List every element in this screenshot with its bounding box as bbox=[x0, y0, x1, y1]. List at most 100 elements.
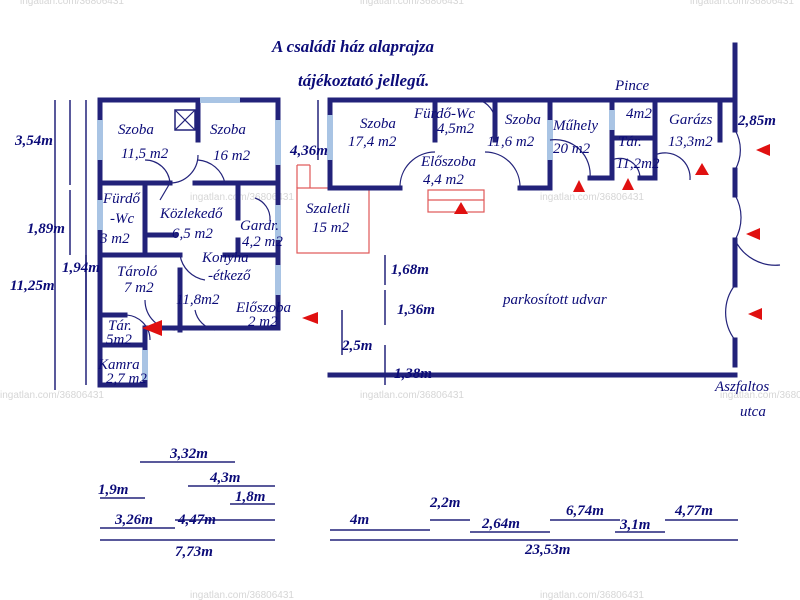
room-area: 11,6 m2 bbox=[487, 134, 535, 150]
dimension-label: 4,47m bbox=[177, 512, 216, 528]
room-name: Tár. bbox=[618, 134, 642, 150]
dimension-label: 2,5m bbox=[341, 338, 372, 354]
watermark: ingatlan.com/36806431 bbox=[360, 390, 464, 401]
street-label: utca bbox=[740, 404, 766, 420]
left-house-windows bbox=[97, 97, 281, 380]
arrow-icon bbox=[756, 144, 770, 156]
entrance-steps bbox=[427, 189, 485, 213]
dimension-label: 1,68m bbox=[391, 262, 429, 278]
room-area: 13,3m2 bbox=[668, 134, 713, 150]
room-area: 4m2 bbox=[626, 106, 652, 122]
dimension-label: 4,36m bbox=[289, 143, 328, 159]
room-name: Közlekedő bbox=[159, 206, 224, 222]
room-area: 20 m2 bbox=[553, 141, 591, 157]
room-name: Szoba bbox=[210, 122, 246, 138]
dimension-label: 4,3m bbox=[209, 470, 240, 486]
room-name: Szoba bbox=[360, 116, 396, 132]
room-name: Kamra bbox=[97, 357, 140, 373]
watermark: ingatlan.com/36806431 bbox=[190, 590, 294, 600]
room-name: Tároló bbox=[117, 264, 158, 280]
watermark: ingatlan.com/36806431 bbox=[0, 390, 104, 401]
room-name: Pince bbox=[614, 78, 649, 94]
dimension-label: 2,2m bbox=[429, 495, 460, 511]
room-name: Fürdő bbox=[102, 191, 141, 207]
dimension-label: 3,26m bbox=[114, 512, 153, 528]
arrow-icon bbox=[573, 180, 585, 192]
chimney-icon bbox=[174, 109, 196, 131]
room-area: 17,4 m2 bbox=[348, 134, 397, 150]
dimension-label: 23,53m bbox=[524, 542, 570, 558]
right-building-doors bbox=[399, 99, 781, 341]
dimension-label: 1,9m bbox=[98, 482, 128, 498]
room-area: 4,5m2 bbox=[437, 121, 475, 137]
room-name: -Wc bbox=[110, 211, 134, 227]
dimension-label: 11,25m bbox=[10, 278, 55, 294]
room-name: Tár. bbox=[108, 318, 132, 334]
dimension-label: 2,85m bbox=[737, 113, 776, 129]
dimension-label: 6,74m bbox=[566, 503, 604, 519]
dimension-label: 3,54m bbox=[14, 133, 53, 149]
room-labels: Szoba 11,5 m2 Szoba 16 m2 Fürdő -Wc 3 m2… bbox=[97, 78, 769, 420]
room-area: 11,8m2 bbox=[176, 292, 220, 308]
room-name: Szaletli bbox=[306, 201, 350, 217]
room-area: 7 m2 bbox=[124, 280, 154, 296]
room-area: 2,7 m2 bbox=[106, 371, 147, 387]
room-area: 4,2 m2 bbox=[242, 234, 283, 250]
plan-title-line1: A családi ház alaprajza bbox=[271, 37, 435, 56]
watermark: ingatlan.com/36806431 bbox=[540, 590, 644, 600]
watermark: ingatlan.com/36806431 bbox=[720, 390, 800, 401]
street-label: Aszfaltos bbox=[714, 379, 769, 395]
dimension-label: 1,89m bbox=[27, 221, 65, 237]
dimension-label: 1,8m bbox=[235, 489, 265, 505]
arrow-icon bbox=[454, 202, 468, 214]
right-building-walls bbox=[327, 42, 738, 378]
dimension-label: 3,32m bbox=[169, 446, 208, 462]
dimension-label: 4m bbox=[349, 512, 369, 528]
dimension-label: 7,73m bbox=[175, 544, 213, 560]
room-area: 11,2m2 bbox=[616, 156, 660, 172]
room-name: Előszoba bbox=[420, 154, 476, 170]
room-name: Műhely bbox=[552, 118, 598, 134]
plan-title-line2: tájékoztató jellegű. bbox=[298, 71, 429, 90]
dimension-label: 2,64m bbox=[481, 516, 520, 532]
dimension-label: 4,77m bbox=[674, 503, 713, 519]
watermark: ingatlan.com/36806431 bbox=[540, 192, 644, 203]
watermark: ingatlan.com/36806431 bbox=[360, 0, 464, 7]
room-name: Szoba bbox=[505, 112, 541, 128]
room-area: 2 m2 bbox=[248, 314, 278, 330]
arrow-icon bbox=[748, 308, 762, 320]
room-area: 15 m2 bbox=[312, 220, 350, 236]
dimension-labels: 3,54m 1,89m 1,94m 11,25m 4,36m 1,68m 1,3… bbox=[10, 113, 776, 560]
left-house-doors bbox=[124, 154, 271, 341]
room-name: Konyha bbox=[201, 250, 249, 266]
watermark: ingatlan.com/36806431 bbox=[190, 192, 294, 203]
room-name: -étkező bbox=[208, 268, 252, 284]
entrance-arrows bbox=[142, 144, 770, 336]
arrow-icon bbox=[622, 178, 634, 190]
room-name: Előszoba bbox=[235, 300, 291, 316]
arrow-icon bbox=[746, 228, 760, 240]
room-area: 11,5 m2 bbox=[121, 146, 169, 162]
dimension-label: 1,36m bbox=[397, 302, 435, 318]
dimension-label: 3,1m bbox=[619, 517, 650, 533]
room-name: Szoba bbox=[118, 122, 154, 138]
arrow-icon bbox=[142, 320, 162, 336]
courtyard-label: parkosított udvar bbox=[502, 292, 607, 308]
watermark: ingatlan.com/36806431 bbox=[690, 0, 794, 7]
room-area: 6,5 m2 bbox=[172, 226, 213, 242]
szaletli-terrace bbox=[296, 164, 370, 254]
arrow-icon bbox=[695, 163, 709, 175]
dimension-label: 1,38m bbox=[394, 366, 432, 382]
room-area: 5m2 bbox=[106, 332, 132, 348]
dimension-label: 1,94m bbox=[62, 260, 100, 276]
dimension-lines bbox=[54, 100, 738, 541]
room-name: Fürdő-Wc bbox=[413, 106, 475, 122]
room-name: Garázs bbox=[669, 112, 713, 128]
room-name: Gardr. bbox=[240, 218, 279, 234]
room-area: 4,4 m2 bbox=[423, 172, 464, 188]
room-area: 16 m2 bbox=[213, 148, 251, 164]
room-area: 3 m2 bbox=[99, 231, 130, 247]
watermark: ingatlan.com/36806431 bbox=[20, 0, 124, 7]
